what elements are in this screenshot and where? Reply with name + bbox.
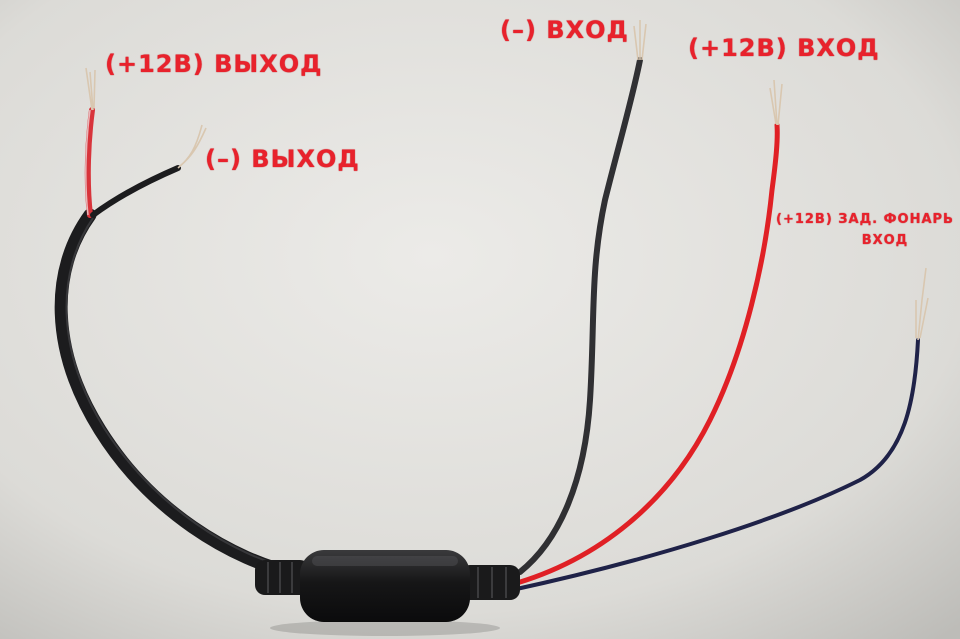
output-plus-strands: [85, 67, 96, 111]
label-input-plus: (+12В) ВХОД: [688, 34, 880, 62]
output-minus-wire: [90, 165, 181, 218]
label-tail-light: (+12В) ЗАД. ФОНАРЬ ВХОД: [776, 212, 954, 248]
label-tail-light-line2: ВХОД: [861, 233, 909, 248]
label-tail-light-line1: (+12В) ЗАД. ФОНАРЬ: [776, 212, 954, 227]
output-minus-strands: [177, 124, 207, 169]
label-output-minus: (–) ВЫХОД: [205, 145, 360, 173]
main-cable: [54, 208, 307, 582]
left-strain-relief: [255, 560, 310, 595]
output-plus-wire: [84, 107, 95, 218]
label-output-plus: (+12В) ВЫХОД: [105, 50, 323, 78]
tail-light-wire: [510, 338, 920, 592]
tail-light-strands: [915, 267, 929, 341]
label-input-minus: (–) ВХОД: [500, 16, 629, 44]
input-plus-wire: [507, 122, 780, 588]
relay-module-box: [300, 550, 470, 622]
input-minus-strands: [633, 20, 647, 61]
input-minus-wire: [517, 57, 643, 575]
input-plus-strands: [769, 79, 783, 126]
right-strain-relief: [460, 565, 520, 600]
